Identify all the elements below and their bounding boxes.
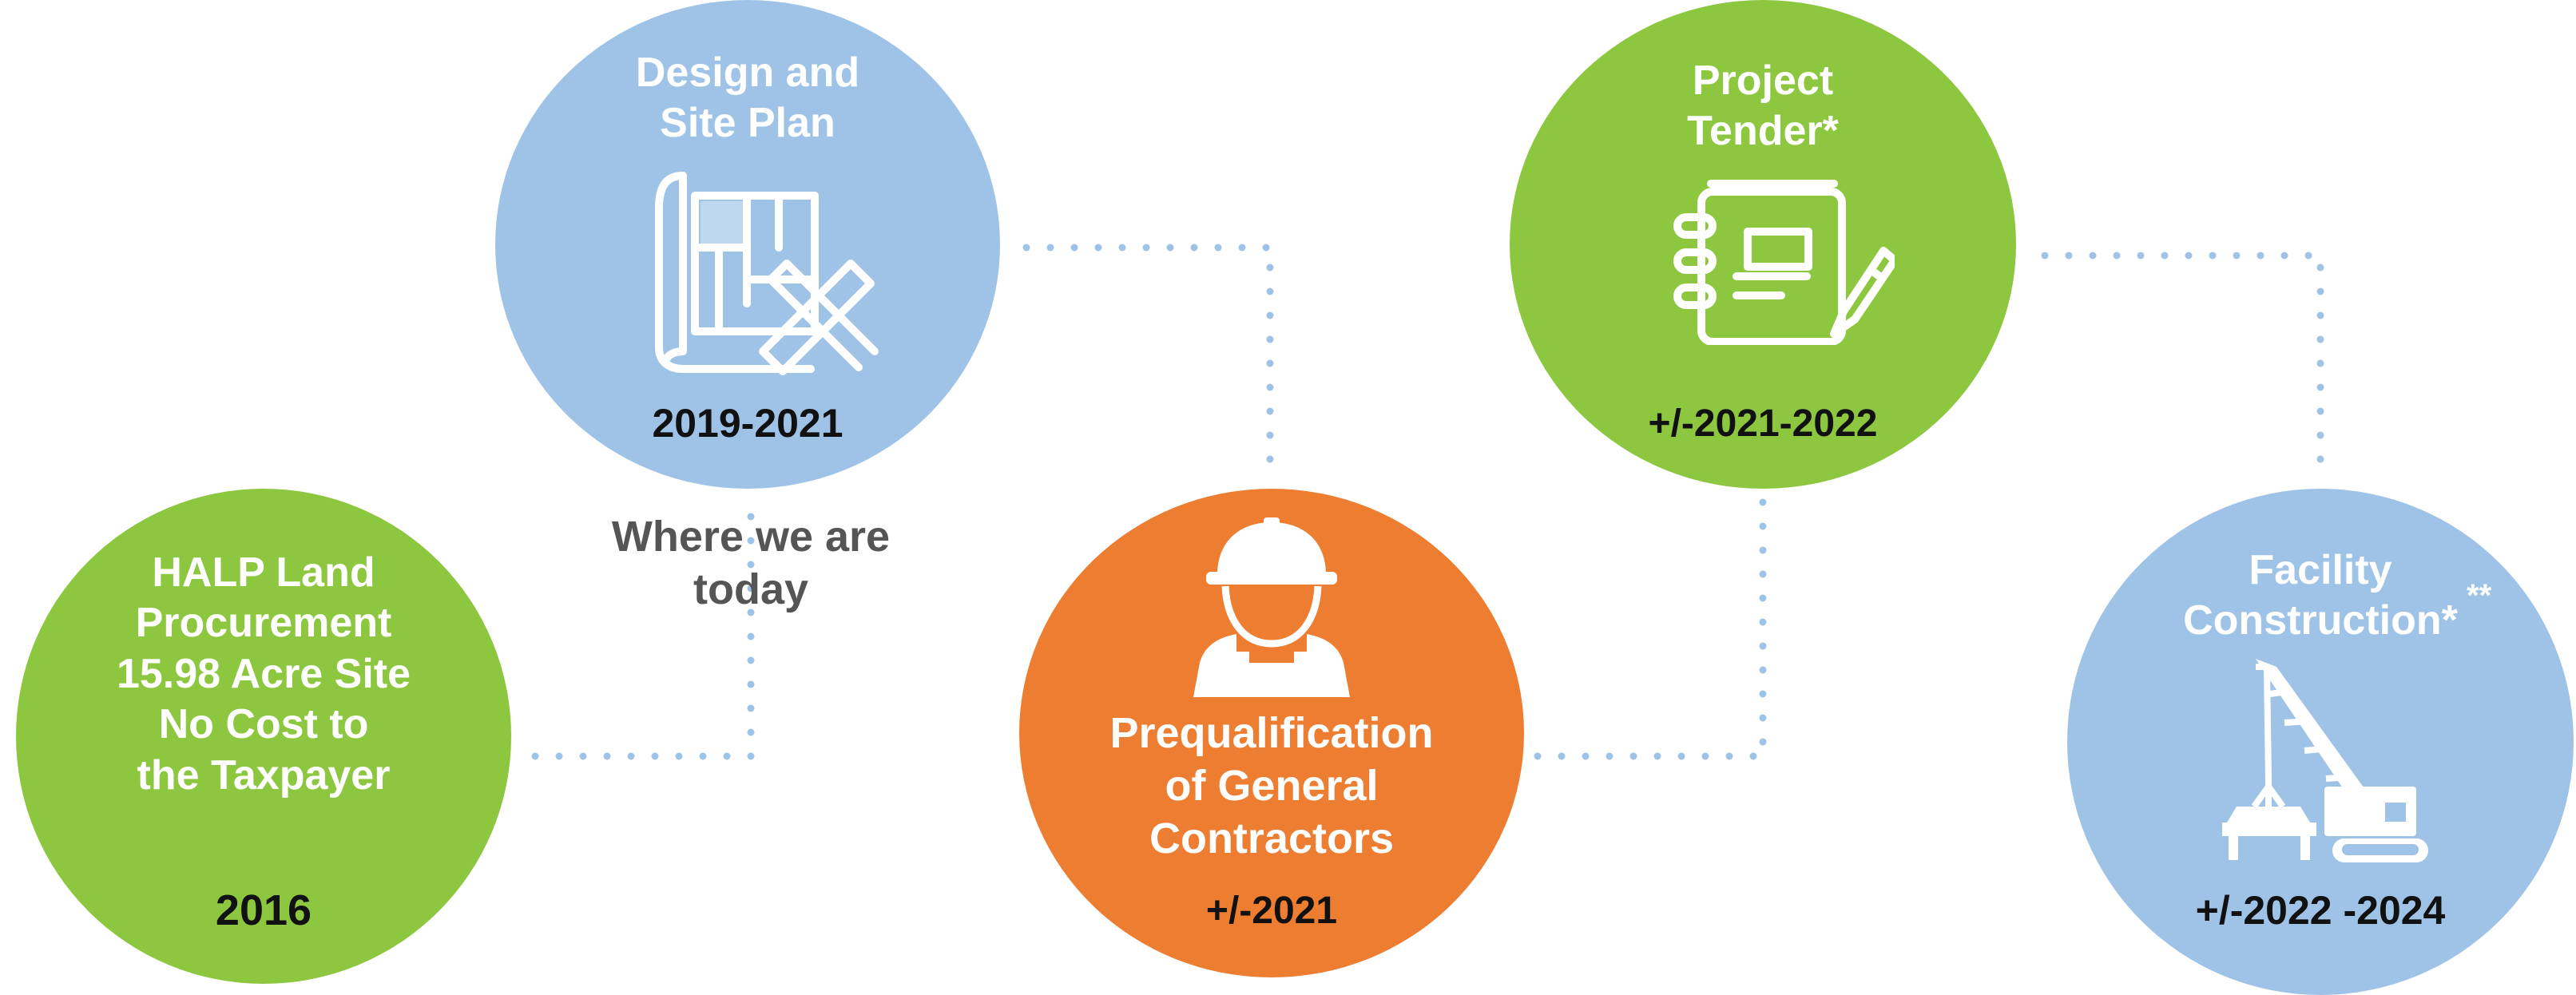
today-marker-line: Where we are — [611, 513, 891, 561]
stage-design-title-line: Design and — [635, 50, 860, 96]
stage-land-title-line: 15.98 Acre Site — [116, 650, 411, 697]
stage-prequal-title: Prequalification of General Contractors — [1019, 708, 1524, 866]
stage-land-title-line: No Cost to — [158, 701, 369, 748]
stage-construction-title-line: Construction* — [2183, 597, 2458, 644]
stage-tender-title: Project Tender* — [1510, 56, 2016, 157]
construction-worker-icon — [1193, 517, 1350, 697]
stage-tender-title-line: Tender* — [1687, 108, 1839, 155]
stage-land-title-line: HALP Land — [152, 549, 375, 596]
connector-prequal-to-tender — [1534, 491, 1767, 760]
stage-tender-date: +/-2021-2022 — [1648, 402, 1878, 445]
stage-land-date: 2016 — [215, 886, 312, 934]
stage-construction-title-mark: ** — [2467, 578, 2492, 613]
connector-design-to-prequal — [1022, 244, 1274, 483]
connector-tender-to-construction — [2041, 252, 2324, 475]
stage-tender-circle — [1510, 0, 2016, 489]
stage-prequal-title-line: of General — [1165, 761, 1379, 810]
blueprint-pencil-ruler-icon — [655, 172, 879, 375]
today-marker-line: today — [693, 565, 809, 613]
stage-land-title: HALP Land Procurement 15.98 Acre Site No… — [16, 548, 511, 801]
stage-prequal-date: +/-2021 — [1205, 890, 1338, 932]
stage-prequal-title-line: Contractors — [1149, 814, 1395, 862]
stage-tender-title-line: Project — [1692, 57, 1834, 104]
stage-land-circle — [16, 489, 511, 984]
today-marker: Where we are today — [543, 511, 959, 616]
stage-construction-title-line: Facility — [2249, 547, 2392, 593]
connector-land-to-design — [531, 491, 755, 760]
stage-prequal-title-line: Prequalification — [1109, 709, 1434, 757]
stage-design-title: Design and Site Plan — [495, 48, 1000, 149]
stage-land-title-line: the Taxpayer — [137, 751, 391, 799]
stage-land-title-line: Procurement — [135, 600, 392, 647]
stage-construction-date: +/-2022 -2024 — [2195, 888, 2446, 933]
crane-icon — [2222, 659, 2428, 862]
stage-design-date: 2019-2021 — [652, 401, 843, 446]
stage-design-title-line: Site Plan — [660, 100, 836, 147]
notebook-pen-icon — [1673, 180, 1895, 345]
stage-construction-title: Facility Construction* — [2067, 545, 2574, 647]
